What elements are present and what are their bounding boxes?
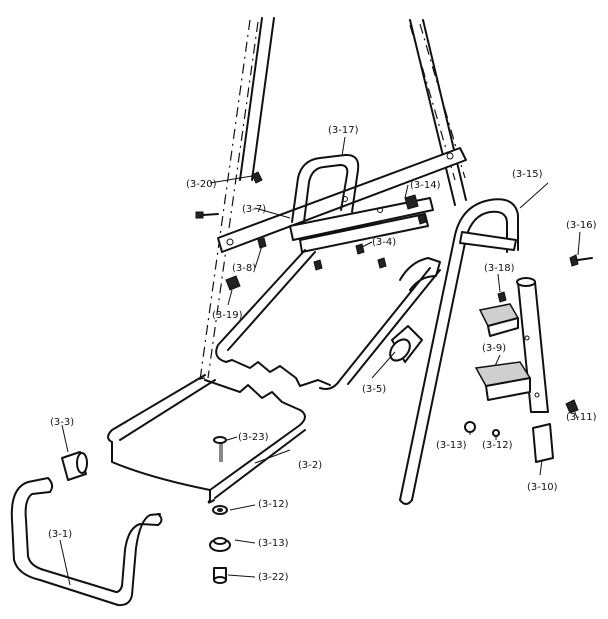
- label-3-3: (3-3): [50, 417, 74, 428]
- step-treads: [474, 303, 532, 401]
- slide-chute: [215, 249, 441, 390]
- label-3-13-lower: (3-13): [258, 538, 289, 549]
- label-3-22: (3-22): [258, 572, 289, 583]
- right-aframe-3-15: [399, 198, 519, 505]
- label-3-19: (3-19): [212, 310, 243, 321]
- label-3-5: (3-5): [362, 384, 386, 395]
- label-3-14: (3-14): [410, 180, 441, 191]
- upper-leg-tubes: [239, 17, 467, 206]
- label-3-4: (3-4): [372, 237, 396, 248]
- label-3-12-lower: (3-12): [258, 499, 289, 510]
- label-3-16: (3-16): [566, 220, 597, 231]
- lower-handle-3-1: [10, 477, 163, 607]
- label-3-20: (3-20): [186, 179, 217, 190]
- label-3-2: (3-2): [298, 460, 322, 471]
- label-3-13-right: (3-13): [436, 440, 467, 451]
- label-3-11: (3-11): [566, 412, 597, 423]
- hardware-lower: [209, 436, 231, 584]
- cylinder-3-5: [389, 325, 423, 363]
- label-3-17: (3-17): [328, 125, 359, 136]
- label-3-1: (3-1): [48, 529, 72, 540]
- label-3-18: (3-18): [484, 263, 515, 274]
- seat-3-2: [107, 374, 306, 504]
- part-labels: (3-17) (3-20) (3-14) (3-15) (3-7) (3-4) …: [48, 125, 597, 583]
- hardware-upper: [195, 171, 593, 437]
- end-cap-3-3: [61, 451, 88, 481]
- bracket-plate: [289, 197, 434, 253]
- label-3-12-right: (3-12): [482, 440, 513, 451]
- label-3-9: (3-9): [482, 343, 506, 354]
- label-3-8: (3-8): [232, 263, 256, 274]
- label-3-10: (3-10): [527, 482, 558, 493]
- handle-3-17: [291, 153, 360, 223]
- label-3-7: (3-7): [242, 204, 266, 215]
- support-tube: [516, 277, 554, 463]
- label-3-15: (3-15): [512, 169, 543, 180]
- label-3-23: (3-23): [238, 432, 269, 443]
